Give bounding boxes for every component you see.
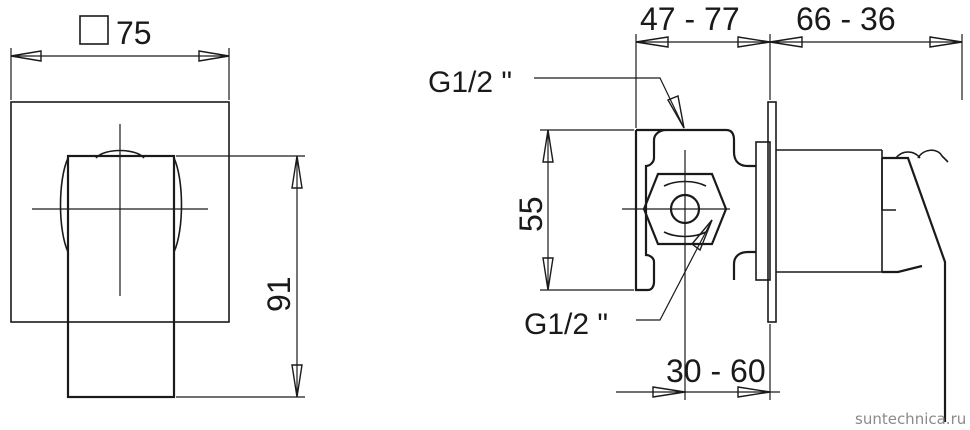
side-view: 47 - 77 66 - 36 55 G1/2 " G1/2 " 30 - 60: [428, 1, 963, 422]
dim-75-arrow-left: [10, 50, 42, 62]
leader-g12-bottom-arrow: [690, 219, 713, 252]
dim-75-label: 75: [116, 15, 152, 51]
side-cartridge-shoulder: [776, 149, 883, 273]
dim-30-60-arrow-left: [652, 386, 686, 398]
dim-75-arrow-right: [198, 50, 230, 62]
dim-55-arrow-top: [542, 129, 554, 163]
side-wall-flange: [767, 101, 777, 323]
dim-47-77-label: 47 - 77: [640, 1, 740, 37]
dim-55-arrow-bottom: [542, 257, 554, 291]
front-handle-lever: [66, 154, 176, 399]
side-handle-lever: [882, 156, 947, 422]
side-cartridge-body: [755, 141, 771, 281]
square-symbol-icon: [79, 15, 109, 45]
leader-g12-top-arrow: [666, 95, 685, 129]
front-knob-outline: [59, 157, 183, 253]
dim-91-arrow-bottom: [291, 364, 303, 398]
side-handle-cap: [917, 149, 949, 163]
thread-label-bottom: G1/2 ": [524, 308, 608, 341]
front-view: 75 91: [10, 15, 305, 399]
dim-30-60-arrow-right: [737, 386, 771, 398]
side-handle-hub: [881, 151, 921, 211]
leader-g12-top: [534, 77, 685, 129]
front-square-plate: [10, 101, 230, 323]
dim-91-arrow-top: [291, 155, 303, 189]
side-valve-lower: [732, 250, 756, 280]
side-valve-body: [634, 128, 756, 292]
thread-label-top: G1/2 ": [428, 66, 512, 99]
dim-91-label: 91: [261, 276, 297, 312]
watermark: suntechnica.ru: [855, 410, 966, 428]
dim-47-77-arrow-right: [737, 36, 771, 48]
leader-g12-bottom: [636, 219, 713, 321]
dim-30-60-label: 30 - 60: [666, 353, 766, 389]
dim-55-label: 55: [513, 196, 549, 232]
dim-47-77-arrow-left: [635, 36, 669, 48]
dim-66-36-label: 66 - 36: [796, 1, 896, 37]
dim-66-36-arrow-left: [769, 36, 803, 48]
dim-66-36-arrow-right: [929, 36, 963, 48]
